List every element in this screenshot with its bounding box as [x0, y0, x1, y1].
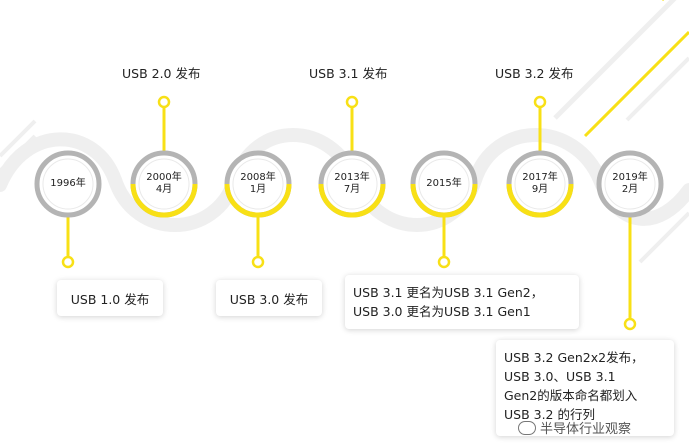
- year-label-6-line-1: 2月: [621, 184, 639, 195]
- event-usb10-text: USB 1.0 发布: [70, 291, 150, 307]
- event-rename-2019-line-2: USB 3.0、USB 3.1: [504, 369, 616, 384]
- watermark: 半导体行业观察: [518, 418, 631, 437]
- year-label-6-line-0: 2019年: [612, 172, 648, 183]
- year-label-2-line-1: 1月: [249, 184, 267, 195]
- year-label-1-line-0: 2000年: [146, 172, 182, 183]
- connector-2008-dot: [251, 255, 265, 269]
- year-label-0-line-0: 1996年: [50, 178, 86, 189]
- year-ring-accent-4: [410, 183, 478, 218]
- year-ring-inner-0: [42, 158, 94, 210]
- year-ring-inner-1: [138, 158, 190, 210]
- background-stripes: [0, 0, 689, 264]
- watermark-text: 半导体行业观察: [540, 422, 632, 437]
- connector-2017-dot: [533, 95, 547, 109]
- year-ring-inner-3: [326, 158, 378, 210]
- connector-1996-dot: [61, 255, 75, 269]
- year-ring-accent-3: [318, 183, 386, 218]
- event-usb30-text: USB 3.0 发布: [229, 291, 309, 307]
- year-ring-accent-5: [506, 183, 574, 218]
- year-ring-inner-5: [514, 158, 566, 210]
- event-usb20-label: USB 2.0 发布: [122, 66, 201, 81]
- year-label-1-line-1: 4月: [155, 184, 173, 195]
- year-ring-accent-1: [130, 183, 198, 218]
- year-label-5-line-1: 9月: [531, 184, 549, 195]
- year-label-2-line-0: 2008年: [240, 172, 276, 183]
- event-rename-2015-line-1: USB 3.1 更名为USB 3.1 Gen2，: [353, 285, 544, 300]
- event-rename-2019-line-4: USB 3.2 的行列: [504, 407, 595, 422]
- year-ring-inner-6: [604, 158, 656, 210]
- event-rename-2019-line-1: USB 3.2 Gen2x2发布，: [504, 350, 644, 365]
- year-label-0: 1996年: [38, 178, 98, 190]
- event-usb31-label: USB 3.1 发布: [309, 66, 388, 81]
- connector-2000-dot: [157, 95, 171, 109]
- year-ring-inner-4: [418, 158, 470, 210]
- year-label-4: 2015年: [414, 178, 474, 190]
- timeline-rings: [34, 150, 664, 218]
- year-label-5-line-0: 2017年: [522, 172, 558, 183]
- year-label-4-line-0: 2015年: [426, 178, 462, 189]
- event-usb10-box: USB 1.0 发布: [57, 280, 163, 316]
- event-rename-2019-box: USB 3.2 Gen2x2发布， USB 3.0、USB 3.1 Gen2的版…: [496, 340, 674, 436]
- event-rename-2019-line-3: Gen2的版本命名都划入: [504, 388, 638, 403]
- connector-2013-dot: [345, 95, 359, 109]
- event-rename-2015-line-2: USB 3.0 更名为USB 3.1 Gen1: [353, 304, 531, 319]
- year-ring-accent-2: [224, 183, 292, 218]
- connector-2015-dot: [437, 255, 451, 269]
- year-label-3-line-1: 7月: [343, 184, 361, 195]
- year-label-3-line-0: 2013年: [334, 172, 370, 183]
- event-usb32-label: USB 3.2 发布: [495, 66, 574, 81]
- event-usb30-box: USB 3.0 发布: [216, 280, 322, 316]
- wechat-icon: [518, 420, 536, 435]
- event-rename-2015-box: USB 3.1 更名为USB 3.1 Gen2， USB 3.0 更名为USB …: [345, 275, 579, 329]
- connector-2019-dot: [623, 317, 637, 331]
- year-ring-inner-2: [232, 158, 284, 210]
